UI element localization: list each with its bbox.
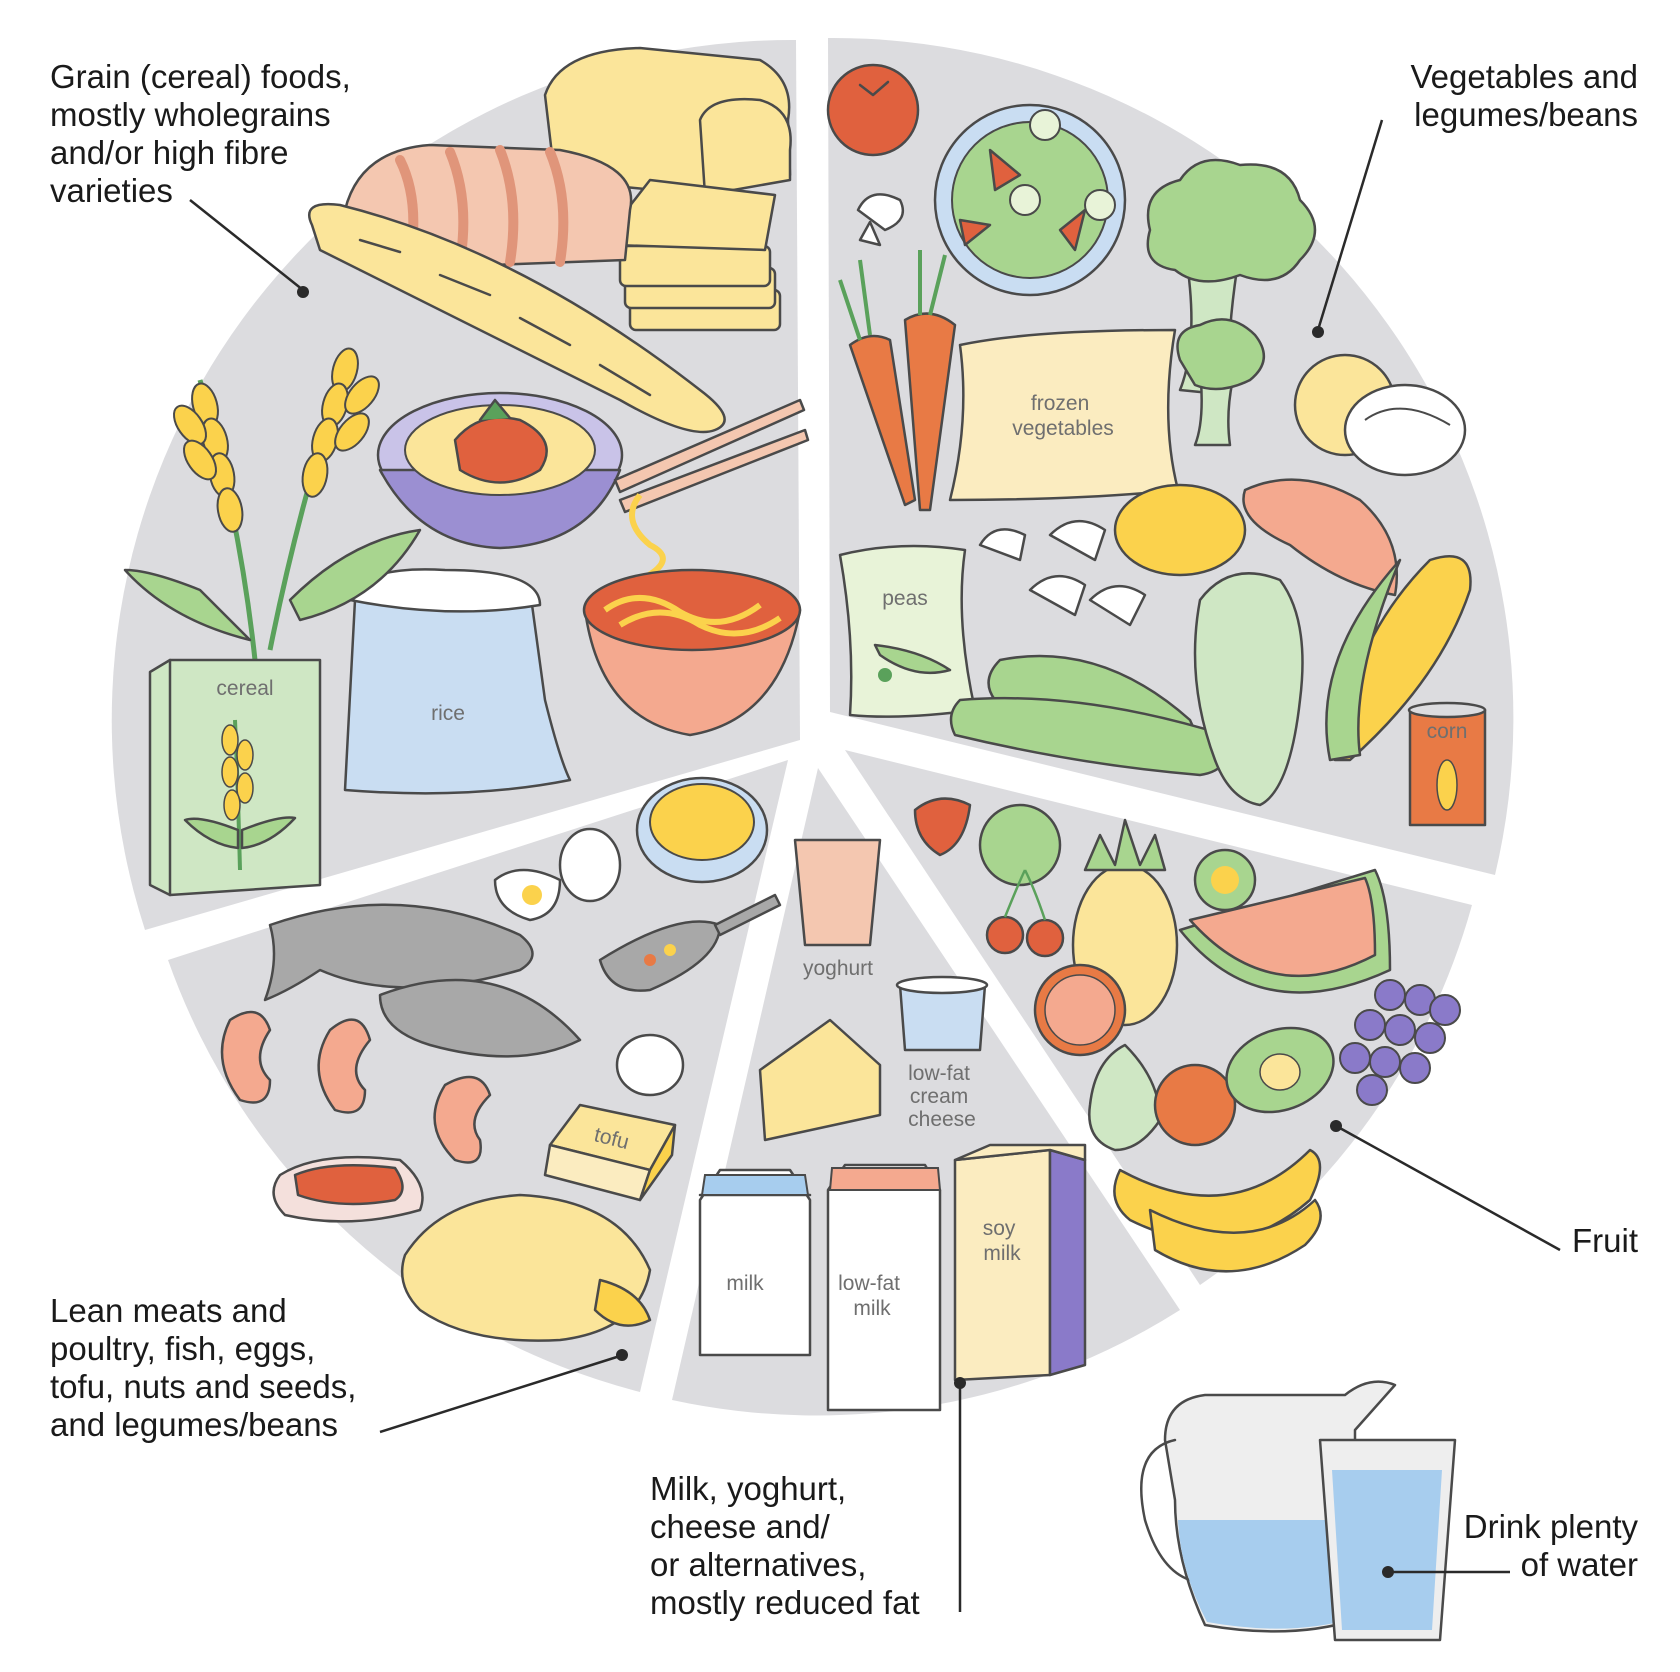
pasta-bowl xyxy=(376,391,624,550)
svg-text:frozen vegetables: frozen vegetables xyxy=(1012,392,1114,440)
strawberry xyxy=(913,797,972,857)
cherry-2 xyxy=(1025,918,1065,958)
broccoli xyxy=(1146,158,1317,447)
apple xyxy=(978,803,1062,887)
milk-carton: milk xyxy=(698,1168,812,1357)
tomato xyxy=(826,63,920,157)
nut-scoop xyxy=(598,893,782,992)
chopsticks xyxy=(613,398,810,583)
baguette xyxy=(308,202,726,434)
cereal-label: cereal xyxy=(216,677,273,700)
cream-cheese-tub: low-fat cream cheese xyxy=(895,975,989,1131)
pear xyxy=(1088,1043,1162,1152)
cereal-box: cereal xyxy=(148,658,322,897)
mushroom xyxy=(856,193,905,247)
wheat-stalks xyxy=(123,347,422,661)
peas-bag: peas xyxy=(838,544,977,718)
lowfat-milk-carton: low-fat milk xyxy=(826,1163,942,1412)
carrots xyxy=(838,250,957,512)
svg-text:low-fat milk: low-fat milk xyxy=(838,1272,906,1320)
bananas xyxy=(1113,1148,1322,1273)
nuts-bowl xyxy=(635,776,769,884)
tofu-block: tofu xyxy=(543,1103,677,1202)
fruit-label: Fruit xyxy=(1572,1222,1638,1259)
grapes xyxy=(1339,979,1461,1106)
cherry-1 xyxy=(985,915,1025,955)
fish xyxy=(263,903,582,1058)
leader-fruit xyxy=(1337,1125,1561,1252)
eggs xyxy=(493,827,685,1097)
water-label: Drink plenty of water xyxy=(1463,1508,1638,1583)
leader-grains xyxy=(189,199,304,291)
watermelon xyxy=(1178,868,1392,994)
leader-proteins xyxy=(379,1354,621,1434)
dairy-illustrations: yoghurt low-fat cream cheese milk low xyxy=(698,838,1087,1412)
yoghurt-cup: yoghurt xyxy=(793,838,882,980)
dairy-label: Milk, yoghurt, cheese and/ or alternativ… xyxy=(650,1470,920,1621)
salad-bowl xyxy=(933,103,1127,297)
soy-milk-label-line2: milk xyxy=(983,1242,1021,1265)
bread-slices xyxy=(613,178,782,332)
cream-cheese-label-line2: cream xyxy=(910,1085,968,1108)
svg-text:soy milk: soy milk xyxy=(983,1217,1022,1265)
corn-label: corn xyxy=(1427,720,1468,743)
peas-label: peas xyxy=(882,587,928,610)
frozen-label-line2: vegetables xyxy=(1012,417,1114,440)
water-illustration xyxy=(1140,1380,1457,1642)
lowfat-milk-label-line2: milk xyxy=(853,1297,891,1320)
fruit-illustrations xyxy=(913,797,1461,1273)
yoghurt-label: yoghurt xyxy=(803,957,873,980)
frozen-label-line1: frozen xyxy=(1031,392,1089,415)
vegetables-label: Vegetables and legumes/beans xyxy=(1410,58,1638,133)
cream-cheese-label-line1: low-fat xyxy=(908,1062,970,1085)
sweet-potato xyxy=(1242,478,1399,597)
soy-milk-label-line1: soy xyxy=(983,1217,1016,1240)
vegetables-illustrations: frozen vegetables peas xyxy=(826,63,1487,827)
cream-cheese-label-line3: cheese xyxy=(908,1108,976,1131)
grains-label: Grain (cereal) foods, mostly wholegrains… xyxy=(50,58,351,209)
svg-text:low-fat cream: low-fat cream cheese xyxy=(908,1062,976,1131)
grains-illustrations: rice xyxy=(123,46,810,897)
prawns xyxy=(220,1010,492,1164)
sector-fruit xyxy=(845,750,1472,1285)
leader-vegetables xyxy=(1316,119,1384,331)
rice-label: rice xyxy=(431,702,465,725)
rice-bag: rice xyxy=(343,568,572,795)
steak xyxy=(272,1155,424,1223)
mushrooms xyxy=(978,519,1147,627)
bread-loaf xyxy=(543,46,792,197)
bok-choy xyxy=(1193,572,1304,807)
soy-milk-carton: soy milk xyxy=(953,1143,1087,1382)
cheese-wedge xyxy=(758,1018,882,1142)
proteins-illustrations: tofu xyxy=(220,776,782,1342)
plum xyxy=(1153,1063,1237,1147)
proteins-label: Lean meats and poultry, fish, eggs, tofu… xyxy=(50,1292,357,1443)
noodle-bowl xyxy=(582,568,802,737)
zucchini xyxy=(949,654,1229,777)
milk-label: milk xyxy=(726,1272,764,1295)
onion xyxy=(1293,353,1467,477)
roast-chicken xyxy=(400,1193,652,1342)
corn-can: corn xyxy=(1407,701,1487,827)
lowfat-milk-label-line1: low-fat xyxy=(838,1272,900,1295)
leader-lines xyxy=(189,119,1561,1612)
potato xyxy=(1113,483,1247,577)
frozen-vegetables-bag: frozen vegetables xyxy=(948,328,1180,502)
corn-cob xyxy=(1325,555,1472,762)
